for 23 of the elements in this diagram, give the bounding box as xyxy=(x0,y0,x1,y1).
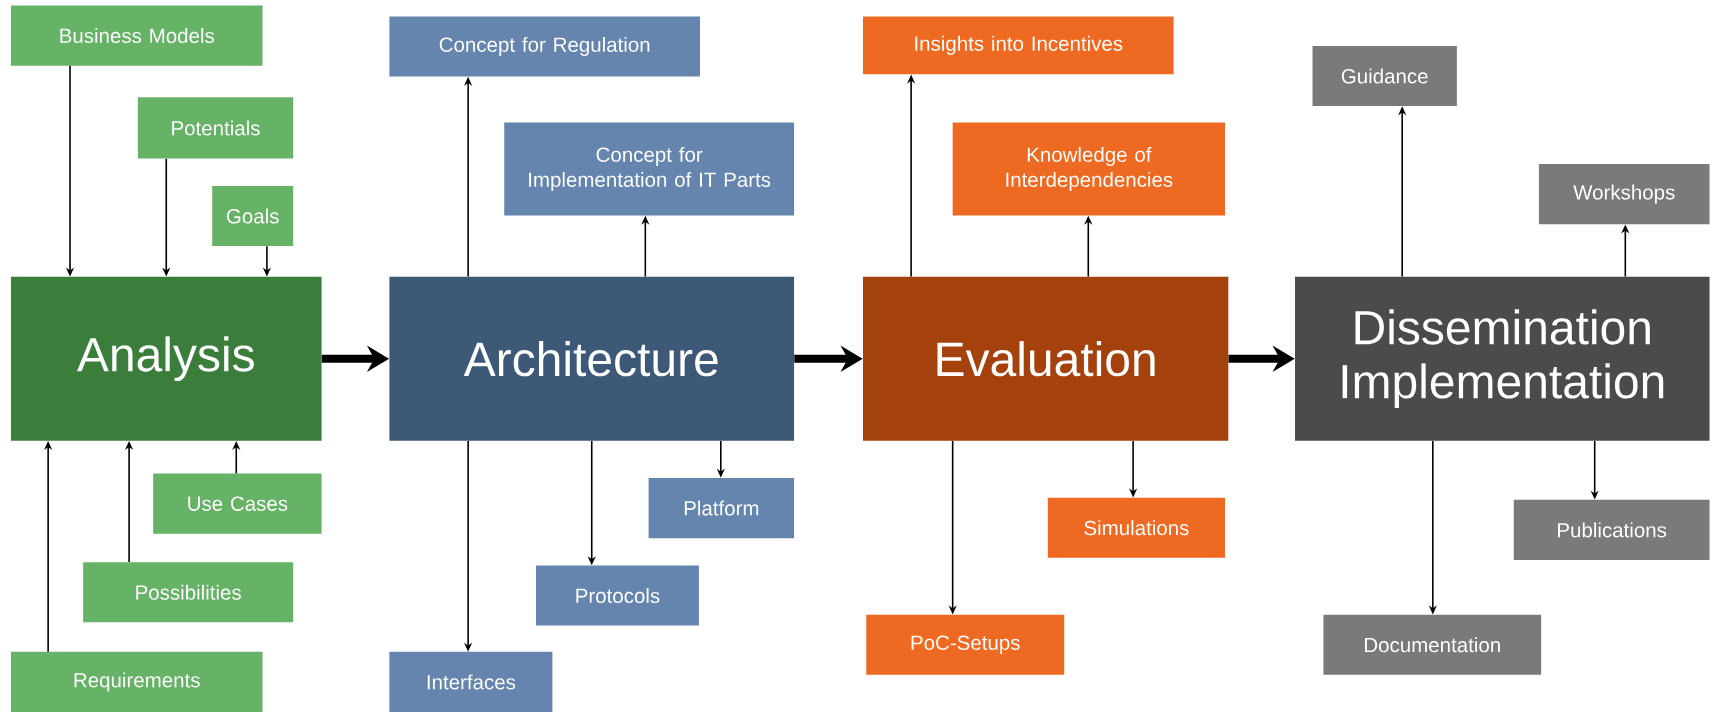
output-box: Knowledge of Interdependencies xyxy=(952,122,1225,216)
output-box: Possibilities xyxy=(83,562,294,623)
output-box: Workshops xyxy=(1538,164,1710,225)
output-box: Requirements xyxy=(10,651,263,712)
output-box: Use Cases xyxy=(153,473,322,534)
output-box: Business Models xyxy=(10,5,263,66)
output-box: Concept for Implementation of IT Parts xyxy=(504,122,795,216)
output-box: Protocols xyxy=(535,565,699,626)
output-box: Interfaces xyxy=(389,651,553,712)
stage-box: Evaluation xyxy=(863,276,1229,441)
output-box: Documentation xyxy=(1323,614,1542,675)
stage-box: Dissemination Implementation xyxy=(1295,276,1710,441)
output-box: Publications xyxy=(1513,499,1710,560)
output-box: Platform xyxy=(648,477,795,539)
output-box: PoC-Setups xyxy=(866,614,1065,675)
output-box: Goals xyxy=(212,185,294,247)
stage-box: Analysis xyxy=(10,276,322,441)
output-box: Simulations xyxy=(1047,497,1225,558)
output-box: Concept for Regulation xyxy=(389,16,700,77)
output-box: Potentials xyxy=(137,97,294,159)
stage-box: Architecture xyxy=(389,276,795,441)
output-box: Insights into Incentives xyxy=(863,16,1174,75)
output-box: Guidance xyxy=(1312,45,1457,107)
